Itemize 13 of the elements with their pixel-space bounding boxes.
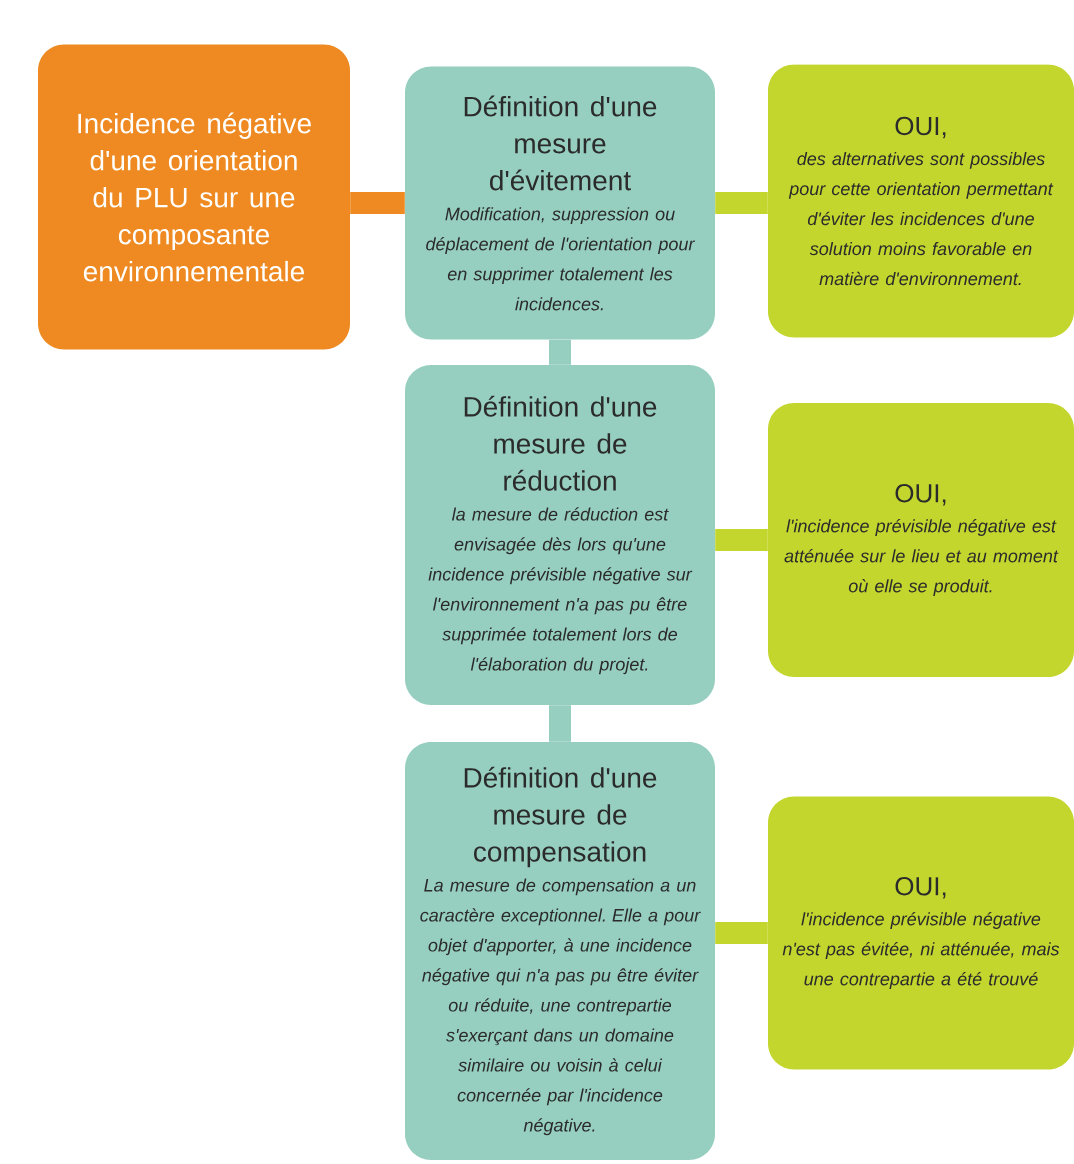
process-box: Définition d'une mesure de réduction la mesure de réduction est envisagée dès lors qu'une incidence prévisible négative sur l'environnement n'a pas pu être supprimée totalement lors de l'élaboration du projet.	[405, 365, 715, 705]
process-box: Définition d'une mesure d'évitement Modification, suppression ou déplacement de l'orientation pour en supprimer totalement les incidences.	[405, 66, 715, 340]
result-box: OUI, l'incidence prévisible négative est atténuée sur le lieu et au moment où elle se produit.	[768, 403, 1074, 677]
result-box: OUI, des alternatives sont possibles pour cette orientation permettant d'éviter les incidences d'une solution moins favorable en matière d'environnement.	[768, 64, 1074, 338]
connector-bar	[715, 922, 768, 944]
result-box: OUI, l'incidence prévisible négative n'est pas évitée, ni atténuée, mais une contrepartie a été trouvé	[768, 796, 1074, 1070]
connector-bar	[350, 192, 405, 214]
connector-bar	[715, 529, 768, 551]
start-box: Incidence négative d'une orientation du PLU sur une composante environnementale	[38, 44, 350, 350]
connector-bar	[549, 339, 571, 365]
connector-bar	[715, 192, 768, 214]
process-box: Définition d'une mesure de compensation La mesure de compensation a un caractère exceptionnel. Elle a pour objet d'apporter, à une incidence négative qui n'a pas pu être éviter ou réduite, une contrepartie s'exerçant dans un domaine similaire ou voisin à celui concernée par l'incidence négative.	[405, 742, 715, 1160]
connector-bar	[549, 705, 571, 742]
